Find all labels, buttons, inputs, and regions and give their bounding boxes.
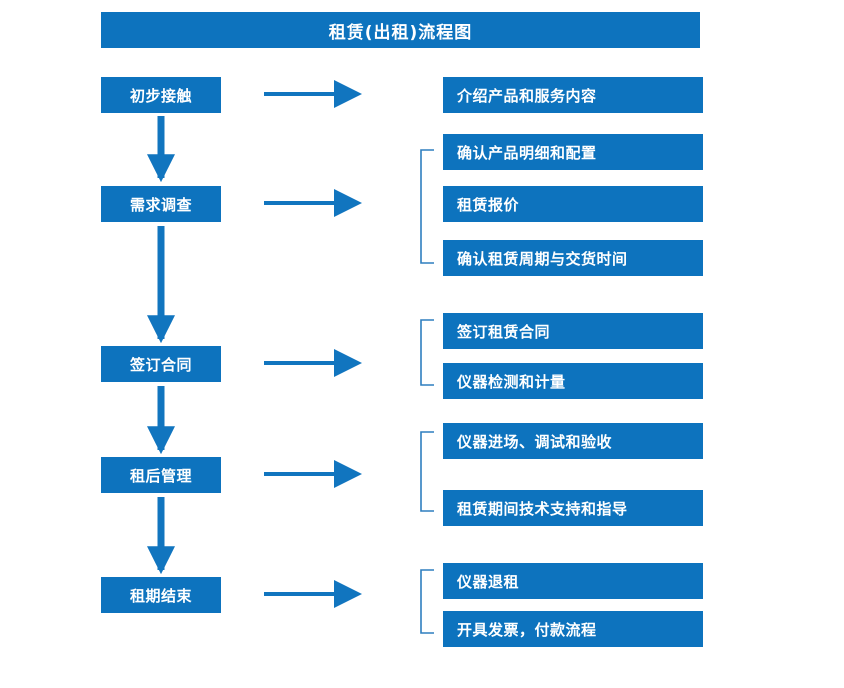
stage-box-sign-contract[interactable]: 签订合同 [101,346,221,382]
stage-box-post-rental-management[interactable]: 租后管理 [101,457,221,493]
detail-box-instrument-return[interactable]: 仪器退租 [443,563,703,599]
stage-box-requirement-survey[interactable]: 需求调查 [101,186,221,222]
detail-box-introduce-products[interactable]: 介绍产品和服务内容 [443,77,703,113]
detail-box-invoice-payment[interactable]: 开具发票，付款流程 [443,611,703,647]
stage-box-initial-contact[interactable]: 初步接触 [101,77,221,113]
detail-box-technical-support[interactable]: 租赁期间技术支持和指导 [443,490,703,526]
bracket-group-3 [420,319,434,386]
bracket-group-5 [420,569,434,634]
detail-box-instrument-inspection[interactable]: 仪器检测和计量 [443,363,703,399]
stage-box-rental-end[interactable]: 租期结束 [101,577,221,613]
page-title: 租赁(出租)流程图 [101,12,700,48]
detail-box-confirm-product-details[interactable]: 确认产品明细和配置 [443,134,703,170]
detail-box-sign-rental-contract[interactable]: 签订租赁合同 [443,313,703,349]
group-brackets [420,149,434,634]
detail-box-confirm-rental-period[interactable]: 确认租赁周期与交货时间 [443,240,703,276]
bracket-group-4 [420,431,434,512]
horizontal-flow-arrows [264,80,362,608]
detail-box-instrument-entry-commissioning[interactable]: 仪器进场、调试和验收 [443,423,703,459]
detail-box-rental-quote[interactable]: 租赁报价 [443,186,703,222]
bracket-group-2 [420,149,434,264]
